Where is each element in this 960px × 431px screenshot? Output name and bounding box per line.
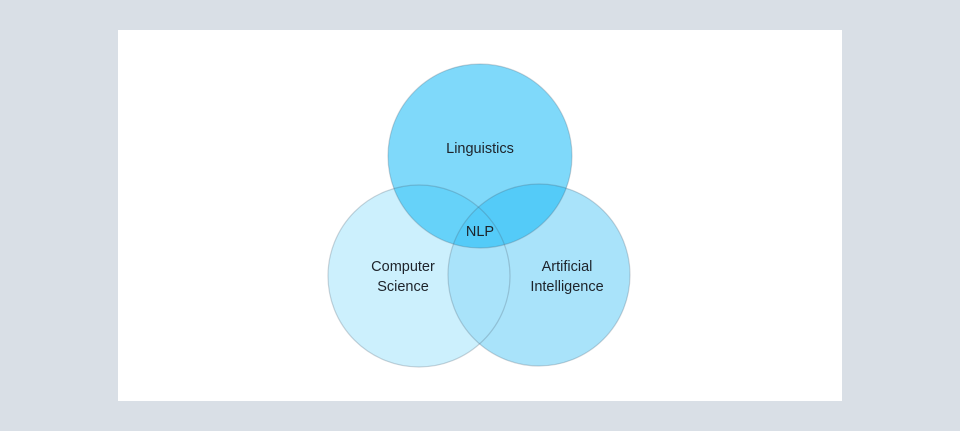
venn-label-linguistics: Linguistics: [446, 141, 514, 157]
venn-circle-linguistics: [388, 64, 572, 248]
venn-label-artificial-intelligence: Artificial Intelligence: [530, 259, 604, 295]
venn-outline-artificial-intelligence: [447, 183, 631, 367]
diagram-card: Linguistics NLP Computer Science Artific…: [118, 30, 842, 401]
venn-circle-outlines: [327, 63, 631, 368]
venn-outline-computer-science: [327, 184, 511, 368]
venn-label-computer-science: Computer Science: [371, 259, 435, 295]
venn-diagram: [327, 63, 631, 368]
venn-label-nlp-intersection: NLP: [465, 224, 495, 240]
venn-outline-linguistics: [387, 63, 573, 249]
